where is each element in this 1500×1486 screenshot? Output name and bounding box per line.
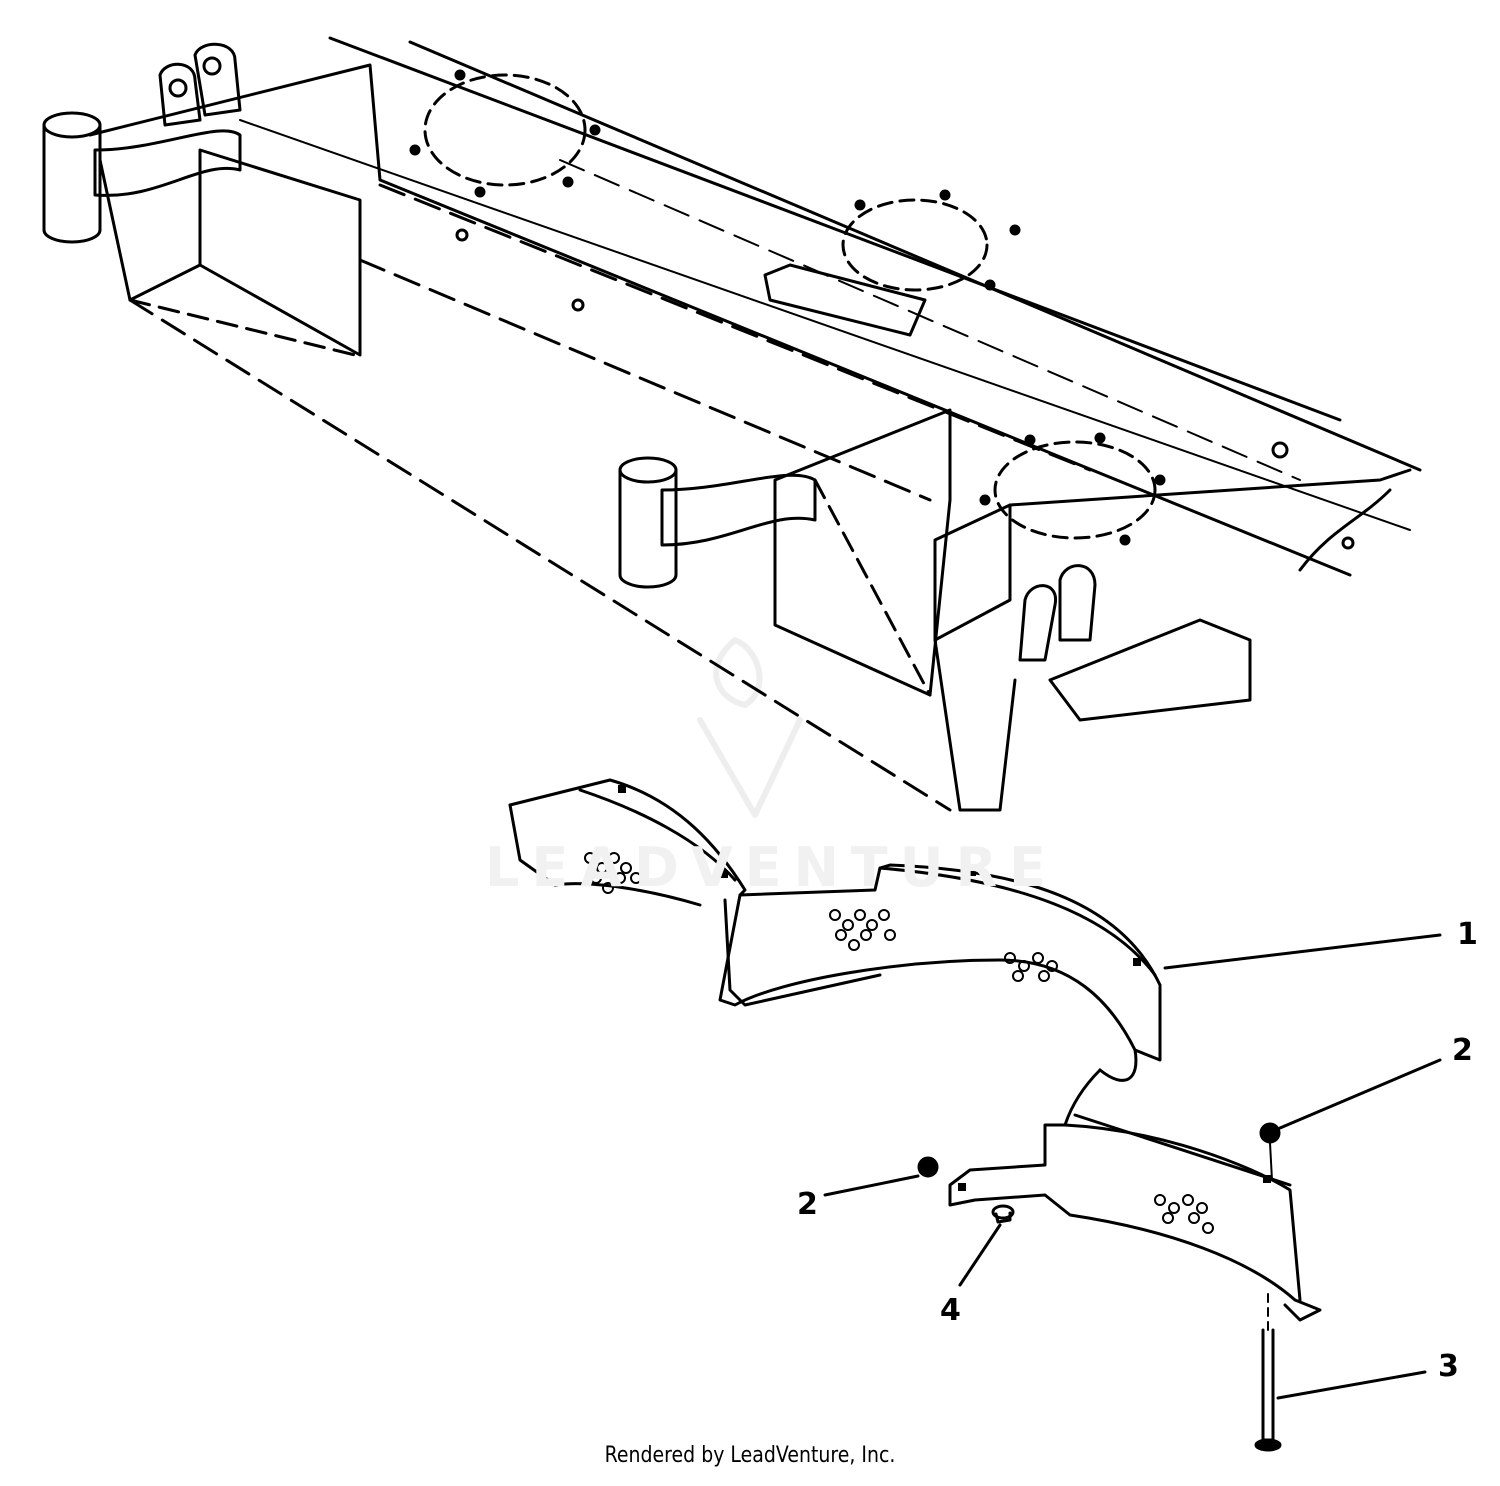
- render-credit: Rendered by LeadVenture, Inc.: [604, 1443, 896, 1468]
- callout-2-right: 2: [1452, 1033, 1473, 1068]
- callout-3: 3: [1438, 1349, 1459, 1384]
- callout-2-left: 2: [797, 1187, 818, 1222]
- callout-1: 1: [1457, 917, 1478, 952]
- nut-part-2-left: [917, 1156, 939, 1178]
- deck-right-end: [933, 468, 1412, 812]
- nut-part-2-right: [1259, 1122, 1281, 1181]
- center-pivot-post: [618, 408, 952, 697]
- bolt-part-3: [1254, 1289, 1282, 1452]
- bolt-part-4: [991, 1204, 1015, 1224]
- perforation-holes: [584, 852, 1058, 982]
- spindle-plate-left: [409, 69, 601, 198]
- callout-4: 4: [940, 1293, 961, 1328]
- left-pivot-post: [42, 42, 242, 244]
- leader-lines: [823, 933, 1442, 1400]
- bracket-plate: [763, 263, 927, 337]
- spindle-plate-right: [979, 432, 1289, 546]
- baffle-assembly-part-1: [508, 778, 1162, 1082]
- spindle-plate-center: [455, 189, 1021, 312]
- mower-deck-frame: [88, 36, 1422, 812]
- watermark-logo: [697, 637, 803, 818]
- baffle-lower-section: [948, 1068, 1322, 1322]
